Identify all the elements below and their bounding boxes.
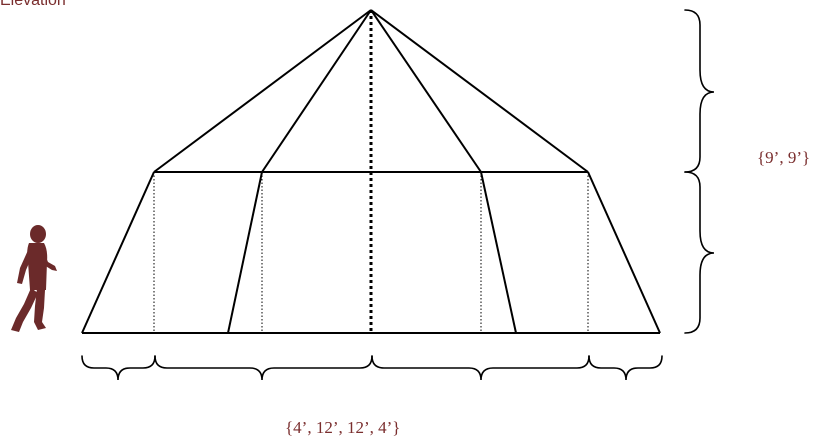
width-braces [81, 355, 663, 381]
person-arm-back [17, 248, 33, 284]
width-dimension-label: {4’, 12’, 12’, 4’} [285, 418, 401, 437]
diagram-title: Elevation [0, 0, 66, 9]
tent-walls [81, 171, 661, 334]
height-brace-lower [684, 171, 715, 334]
person-leg-back [11, 288, 38, 332]
height-dimension-label: {9’, 9’} [757, 148, 811, 167]
height-braces [684, 9, 715, 334]
wall-edge-left [81, 171, 155, 334]
dotted-guides [153, 10, 589, 333]
roof-edge-left [153, 9, 372, 173]
person-head [30, 225, 46, 243]
wall-edge-right [587, 171, 661, 334]
width-brace-2 [154, 355, 373, 381]
width-brace-3 [371, 355, 590, 381]
width-brace-4 [588, 355, 663, 381]
person-leg-front [34, 288, 46, 330]
width-brace-1 [81, 355, 156, 381]
roof-seam-left [261, 9, 372, 173]
person-arm-front [40, 250, 57, 271]
wall-seam-right [480, 171, 517, 334]
height-brace-upper [684, 9, 715, 173]
roof-seam-right [370, 9, 482, 173]
roof-edge-right [370, 9, 589, 173]
wall-seam-left [227, 171, 263, 334]
walking-person-icon [11, 225, 57, 332]
